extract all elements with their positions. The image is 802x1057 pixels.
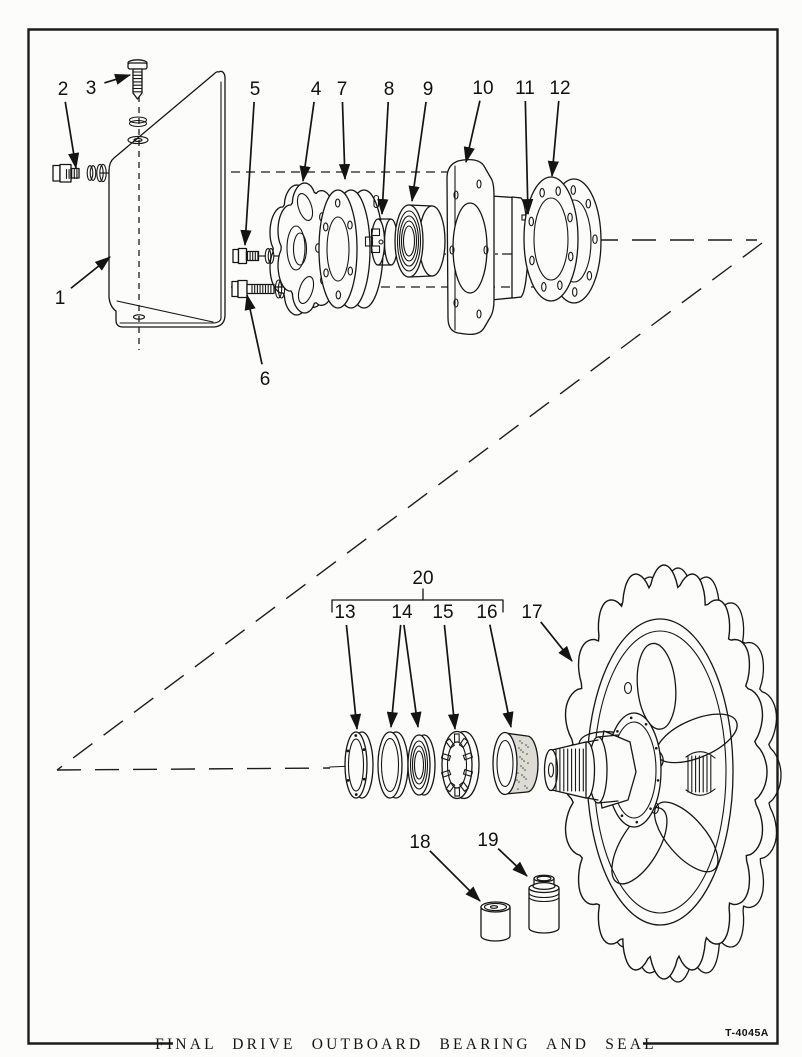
seal-ring-outer: [377, 731, 409, 799]
callout-arrow-3: [104, 74, 132, 85]
group-bracket: [331, 599, 504, 613]
bearing-lock: [364, 194, 399, 266]
flat-washer: [127, 135, 149, 145]
callout-label-11: 11: [515, 78, 535, 99]
vertical-bolt-and-washers: [127, 59, 149, 145]
callout-arrow-17: [540, 621, 573, 662]
callout-arrow-5: [240, 101, 255, 247]
callout-arrow-1: [70, 256, 111, 289]
callout-arrow-11: [522, 100, 534, 216]
grease-can: [480, 901, 511, 942]
long-bolt-and-washer: [231, 279, 286, 299]
callout-label-6: 6: [260, 369, 271, 390]
callout-label-9: 9: [423, 79, 434, 100]
callout-arrow-6: [244, 293, 263, 365]
callout-label-3: 3: [86, 78, 97, 99]
bearing-cage: [446, 158, 534, 336]
figure-reference: T-4045A: [725, 1027, 769, 1039]
callout-label-14: 14: [391, 602, 413, 623]
lock-washer: [86, 165, 97, 181]
callout-arrow-9: [408, 101, 427, 203]
callout-label-13: 13: [334, 602, 355, 623]
callout-arrow-13: [345, 624, 362, 731]
gasket-pair: [523, 176, 602, 304]
retainer-ring: [344, 731, 374, 799]
gasket-stack: [318, 189, 384, 309]
flat-washer: [96, 163, 107, 183]
callout-arrow-12: [547, 100, 560, 178]
callout-label-16: 16: [476, 602, 497, 623]
callout-label-19: 19: [477, 830, 498, 851]
callout-arrow-8: [377, 101, 390, 216]
callout-label-4: 4: [311, 79, 322, 100]
callout-label-5: 5: [250, 79, 261, 100]
callout-label-17: 17: [521, 602, 542, 623]
callout-label-10: 10: [472, 78, 493, 99]
callout-arrow-14: [386, 624, 402, 729]
lock-washer: [128, 116, 148, 128]
callout-arrow-2: [64, 101, 80, 170]
short-bolt-and-washer: [232, 247, 275, 265]
guard-shield: [108, 70, 226, 350]
seal-ring-inner: [407, 734, 436, 796]
callout-arrow-18: [429, 850, 481, 902]
callout-arrow-16: [489, 624, 514, 729]
callout-label-18: 18: [409, 832, 430, 853]
callout-label-1: 1: [55, 288, 66, 309]
callout-arrow-19: [497, 848, 528, 877]
callout-arrow-14: [403, 624, 422, 729]
callout-arrow-7: [338, 101, 351, 181]
oil-can: [528, 874, 560, 934]
callout-label-20: 20: [412, 568, 433, 589]
callout-label-8: 8: [384, 79, 395, 100]
callout-label-15: 15: [432, 602, 453, 623]
figure-border: [27, 28, 779, 1045]
callout-arrow-15: [443, 624, 460, 731]
figure-caption: FINAL DRIVE OUTBOARD BEARING AND SEAL: [155, 1036, 657, 1053]
bearing-cup: [492, 731, 539, 796]
sprocket-wheel: [543, 564, 782, 983]
seal-rings: [394, 204, 446, 278]
roller-bearing: [440, 730, 480, 800]
callout-label-12: 12: [549, 78, 570, 99]
callout-label-2: 2: [58, 79, 69, 100]
callout-arrow-4: [299, 101, 315, 183]
hex-bolt-and-washers: [52, 163, 107, 183]
bearing-and-seal-group: [344, 730, 539, 800]
callout-label-7: 7: [337, 79, 348, 100]
callout-arrow-10: [463, 100, 481, 164]
